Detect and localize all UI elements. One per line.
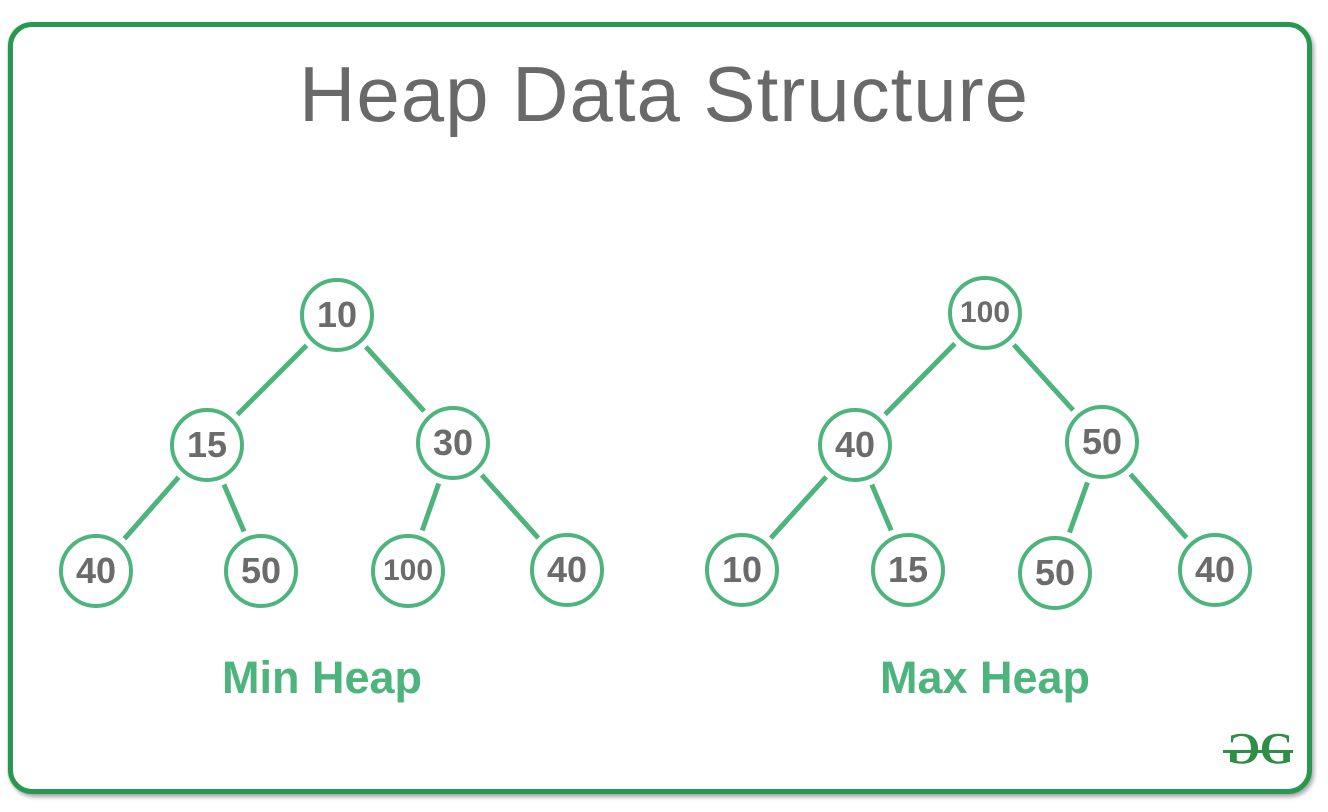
min-heap-node: 30 [416, 406, 490, 480]
max-heap-label: Max Heap [879, 652, 1091, 703]
min-heap-node: 40 [59, 534, 133, 608]
max-heap-node-root: 100 [948, 276, 1022, 350]
max-heap-node: 40 [1178, 533, 1252, 607]
max-heap-node: 50 [1065, 405, 1139, 479]
max-heap-node: 50 [1018, 536, 1092, 610]
logo-letter-g: G [1259, 724, 1294, 773]
max-heap-node: 40 [818, 408, 892, 482]
min-heap-node-root: 10 [300, 278, 374, 352]
geeksforgeeks-logo: GG [1222, 724, 1294, 773]
min-heap-node: 40 [530, 533, 604, 607]
min-heap-label: Min Heap [221, 652, 423, 703]
diagram-title: Heap Data Structure [298, 50, 1030, 138]
max-heap-node: 15 [871, 533, 945, 607]
min-heap-node: 100 [371, 534, 445, 608]
logo-letter-mirrored-g: G [1227, 724, 1260, 773]
max-heap-node: 10 [705, 533, 779, 607]
min-heap-node: 15 [170, 408, 244, 482]
min-heap-node: 50 [224, 534, 298, 608]
